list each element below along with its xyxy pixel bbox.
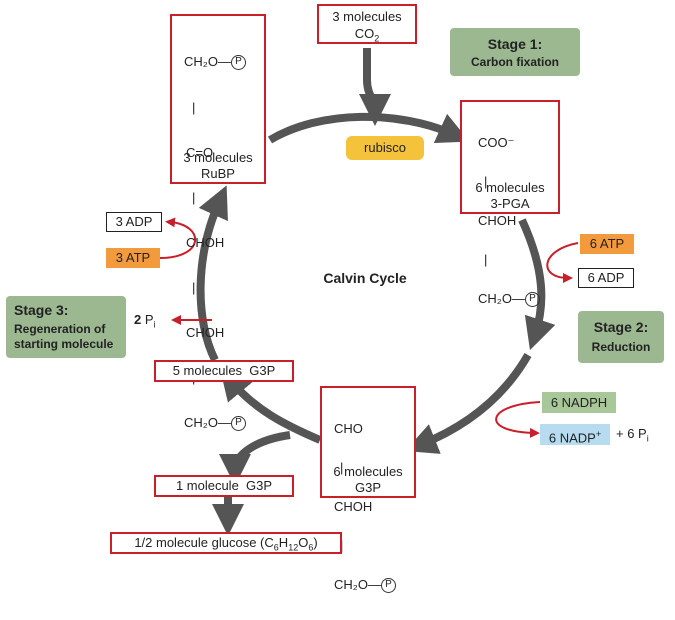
stage2-heading: Stage 2:: [593, 319, 649, 335]
co2-arrow: [358, 48, 391, 126]
phosphate-icon: P: [380, 578, 396, 594]
pi-stage2: + 6 Pi: [616, 426, 649, 444]
rubp-count: 3 molecules: [183, 150, 253, 165]
stage1-box: Stage 1: Carbon fixation: [450, 28, 580, 76]
pga-structure: COO⁻ | CHOH | CH₂O—P: [478, 110, 540, 333]
atp-adp-arrow-stage2: [546, 242, 579, 283]
atp-stage2: 6 ATP: [580, 234, 634, 254]
glucose-box: 1/2 molecule glucose (C6H12O6): [110, 532, 342, 554]
cycle-diagram: [159, 48, 579, 536]
rubisco-label: rubisco: [346, 136, 424, 160]
pga-count: 6 molecules: [475, 180, 545, 195]
rubisco-text: rubisco: [364, 140, 406, 155]
stage2-name: Reduction: [591, 340, 651, 354]
pga-name: 3-PGA: [490, 196, 530, 211]
rubp-box: CH₂O—P | C=O | CHOH | CHOH | CH₂O—P 3 mo…: [170, 14, 266, 432]
stage3-box: Stage 3: Regeneration of starting molecu…: [6, 296, 126, 358]
co2-box: 3 molecules CO2: [317, 4, 417, 44]
phosphate-icon: P: [230, 55, 246, 71]
adp-stage2: 6 ADP: [578, 268, 634, 288]
phosphate-icon: P: [230, 416, 246, 432]
pi-stage3: 2 Pi: [134, 312, 156, 330]
nadph-label: 6 NADPH: [542, 392, 616, 413]
stage1-name: Carbon fixation: [470, 55, 559, 69]
pga-box: COO⁻ | CHOH | CH₂O—P 6 molecules 3-PGA: [460, 100, 560, 308]
stage3-heading: Stage 3:: [14, 302, 69, 318]
rubp-name: RuBP: [201, 166, 235, 181]
g3p-one-box: 1 molecule G3P: [154, 475, 294, 497]
phosphate-icon: P: [524, 292, 540, 308]
g3p-name: G3P: [354, 480, 381, 495]
cycle-arc-lower-right: [405, 353, 532, 454]
g3p-box: CHO | CHOH | CH₂O—P 6 molecules G3P: [320, 386, 416, 594]
diagram-title: Calvin Cycle: [323, 270, 407, 286]
g3p-structure: CHO | CHOH | CH₂O—P: [334, 396, 396, 619]
g3p-branch-arrow: [219, 431, 291, 486]
atp-stage3: 3 ATP: [106, 248, 160, 268]
nadp-label: 6 NADP+: [540, 424, 610, 445]
co2-count: 3 molecules: [332, 9, 402, 24]
adp-stage3: 3 ADP: [106, 212, 162, 232]
cycle-arc-right: [518, 218, 556, 351]
g3p-five-box: 5 molecules G3P: [154, 360, 294, 382]
stage2-box: Stage 2: Reduction: [578, 311, 664, 363]
rubp-structure: CH₂O—P | C=O | CHOH | CHOH | CH₂O—P: [184, 24, 246, 461]
cycle-arc-left: [196, 185, 228, 362]
atp-adp-arrow-stage3: [159, 217, 197, 259]
stage1-heading: Stage 1:: [487, 36, 543, 52]
nadph-arrow: [495, 401, 541, 438]
stage3-name: Regeneration of starting molecule: [14, 322, 114, 351]
cycle-arc-lower-left: [219, 367, 322, 444]
g3p-count: 6 molecules: [333, 464, 403, 479]
co2-formula: CO2: [354, 26, 380, 44]
